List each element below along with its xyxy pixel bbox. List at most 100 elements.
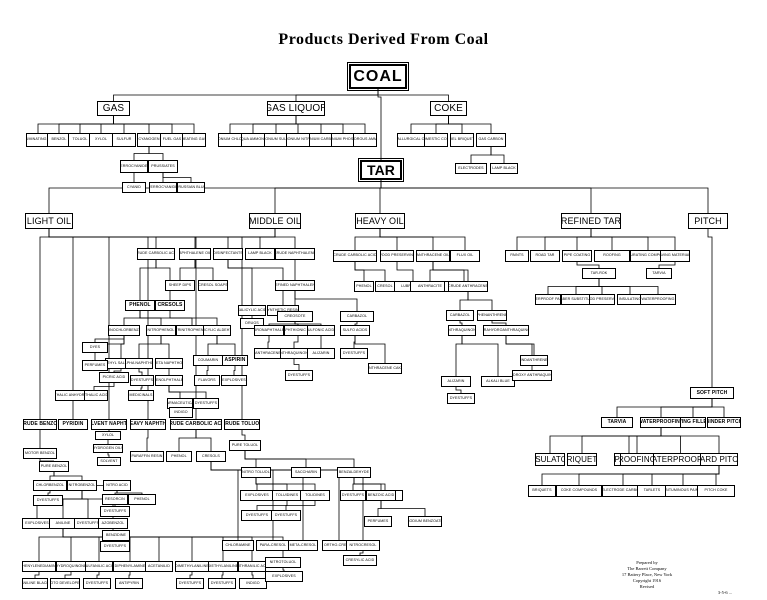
- node-lo-dyestuffs4: Dyestuffs: [100, 541, 130, 552]
- node-m-salicylic2: Salicylic Aldehyde: [203, 325, 231, 336]
- node-lo-dimethyl: Dimethylaniline: [175, 561, 209, 572]
- connector-m_methyl-m_picric: [113, 369, 122, 372]
- node-coke: Coke: [430, 101, 467, 116]
- node-h-phenanthrene: Phenanthrene: [477, 310, 507, 321]
- node-middle-oil: Middle Oil: [249, 213, 301, 229]
- node-r-tarrok: Tar-Rok: [582, 268, 616, 279]
- node-m-cresols: Cresols: [155, 300, 185, 311]
- node-m-cresol: Cresol Soaps: [198, 280, 228, 291]
- connector-m_cresols-m_salicylic2: [169, 311, 218, 325]
- node-l1: Ammonium Chloride: [218, 133, 242, 147]
- node-k-domestic: Domestic Coke: [424, 133, 448, 147]
- connector-heavy_oil-h_anthracene_oil: [379, 229, 434, 250]
- connector-lo_benzaldehyde-lo_benzoic: [353, 478, 382, 490]
- connector-m_picric-m_phthalic: [93, 383, 115, 390]
- node-p-briquets: Briquets: [567, 453, 597, 466]
- credit-revised: Revised: [639, 584, 655, 589]
- node-m-indigo: Indigo: [169, 407, 193, 418]
- node-lo-dyestuffs6: Dyestuffs: [271, 510, 301, 521]
- connector-r_tarrok-r_rubber: [575, 279, 600, 294]
- node-p-waterproof: Waterproofing: [640, 417, 682, 428]
- node-p-coke: Coke Compounds: [556, 485, 602, 497]
- node-m-salicylic: Salicylic Acid: [238, 305, 266, 316]
- connector-gas_liquor-l6: [295, 116, 344, 133]
- node-m-carbazol: Carbazol: [340, 311, 374, 322]
- connector-tar-middle_oil: [274, 180, 382, 213]
- node-g-sulfur: Sulfur: [112, 133, 136, 147]
- node-lo-crude-benzol: Crude Benzol: [23, 419, 57, 430]
- node-m-lamp: Lamp Black: [245, 248, 275, 260]
- node-m-alizarin: Alizarin: [307, 348, 335, 359]
- connector-tar-refined_tar: [380, 180, 592, 213]
- node-lo-nitro-toluol: Nitro Toluol: [241, 467, 271, 478]
- node-lo-antipyrin: Antipyrin: [115, 578, 143, 589]
- node-gas-liquor: Gas Liquor: [267, 101, 325, 116]
- node-g-fuel: Fuel Gas: [160, 133, 184, 147]
- connector-m_creosote-m_sulfonic: [294, 322, 322, 325]
- node-k-briq: Fuel Briquets: [450, 133, 474, 147]
- connector-m_alpha-m_dyes_b: [138, 369, 143, 375]
- node-p-bituminous: Bituminous Paint: [665, 485, 701, 497]
- chart-title: Products Derived From Coal: [278, 31, 489, 48]
- node-lo-hydrogen: Hydrogen Oils: [93, 444, 123, 453]
- connector-lo_crude_toluol-lo_pure_toluol: [241, 430, 246, 440]
- connector-refined_tar-r_pipe: [576, 229, 592, 250]
- connector-m_hydronaph-m_anthracene: [267, 336, 270, 348]
- node-m-coumarin: Coumarin: [193, 355, 223, 366]
- node-m-beta: Beta Naphthol: [155, 358, 183, 369]
- connector-gas-g_sulfur: [113, 116, 125, 133]
- node-p-soft: Soft Pitch: [690, 387, 734, 399]
- connector-r_pipe-r_tarrok: [576, 262, 600, 268]
- node-m-medic: Medicinals: [128, 390, 154, 401]
- node-m-crude-carbolic: Crude Carbolic Acid: [137, 248, 175, 260]
- connector-middle_oil-m_lamp: [259, 229, 276, 248]
- node-p-pitch-coke: Pitch Coke: [697, 485, 735, 497]
- node-tar: Tar: [358, 158, 404, 182]
- node-lo-pure-benzol: Pure Benzol: [39, 461, 69, 472]
- node-g-toluol: Toluol: [68, 133, 92, 147]
- node-lo-nitrobenzol: Nitrobenzol: [67, 480, 97, 491]
- node-g-ferro: Ferrocyanides: [120, 160, 148, 173]
- connector-gas_liquor-l2: [252, 116, 297, 133]
- connector-h_alizarin-h_dyes: [455, 387, 462, 393]
- node-m-picric: Picric Acid: [99, 372, 129, 383]
- node-lo-heavy: Heavy Naphtha: [130, 419, 166, 430]
- node-g-prussian: Prussian Blue: [177, 182, 205, 193]
- connector-lo_sulfanilic-lo_dyestuffs8: [96, 572, 100, 578]
- connector-coal-coke: [377, 89, 449, 101]
- connector-lo_toluidines-lo_dyestuffs5: [256, 501, 288, 510]
- connector-lo_nitrocresol-lo_cresylic: [359, 551, 364, 555]
- node-h-crude-anth: Crude Anthracene: [448, 281, 488, 292]
- connector-p_hard-p_coke: [578, 466, 720, 485]
- node-m-aspirin: Aspirin: [222, 355, 248, 366]
- connector-lo_aniline-lo_hydroquinone: [62, 529, 72, 561]
- node-m-perfumes: Perfumes: [82, 360, 108, 371]
- node-m-dyes-c: Dyestuffs: [285, 370, 313, 381]
- node-h-alizarin: Alizarin: [441, 376, 471, 387]
- node-l4: Ammonium Nitrate: [286, 133, 310, 147]
- node-lo-acetanilid: Acetanilid: [145, 561, 173, 572]
- connector-gas_liquor-l3: [275, 116, 297, 133]
- connector-m_mono-m_methyl: [120, 336, 125, 358]
- credit-address: 17 Battery Place, New York: [621, 572, 673, 577]
- node-lo-phenylene: Phenylenediamine: [22, 561, 56, 572]
- node-m-dyestuffs: Dyestuffs: [193, 398, 219, 409]
- node-lo-meta-cresol: Meta-Cresol: [288, 540, 318, 551]
- node-lo-toluidines: Toluidines: [272, 490, 302, 501]
- node-lo-hydroquinone: Hydroquinone: [56, 561, 86, 572]
- node-lo-para-cresol: Para-Cresol: [256, 540, 290, 551]
- node-lo-motor: Motor Benzol: [23, 448, 57, 459]
- connector-lo_nitro_acid-lo_phenol2: [116, 491, 143, 494]
- node-lo-sodium: Sodium Benzoate: [408, 516, 442, 527]
- node-m-disinfect: Disinfectants: [213, 248, 243, 260]
- node-lo-azobenzol: Azobenzol: [98, 518, 128, 529]
- node-l2: Aqua Ammonia: [241, 133, 265, 147]
- connector-gas_liquor-l5: [295, 116, 322, 133]
- connector-m_salicylic2-m_aspirin: [216, 336, 236, 355]
- connector-lo_hydrogen-lo_solvent2: [107, 453, 110, 457]
- connector-tar-pitch: [380, 180, 709, 213]
- node-r-waterproof2: Waterproofing: [640, 294, 676, 305]
- connector-h_crude_anth-h_phenanthrene: [467, 292, 493, 310]
- connector-m_anthraq-m_dyes_c: [293, 359, 300, 370]
